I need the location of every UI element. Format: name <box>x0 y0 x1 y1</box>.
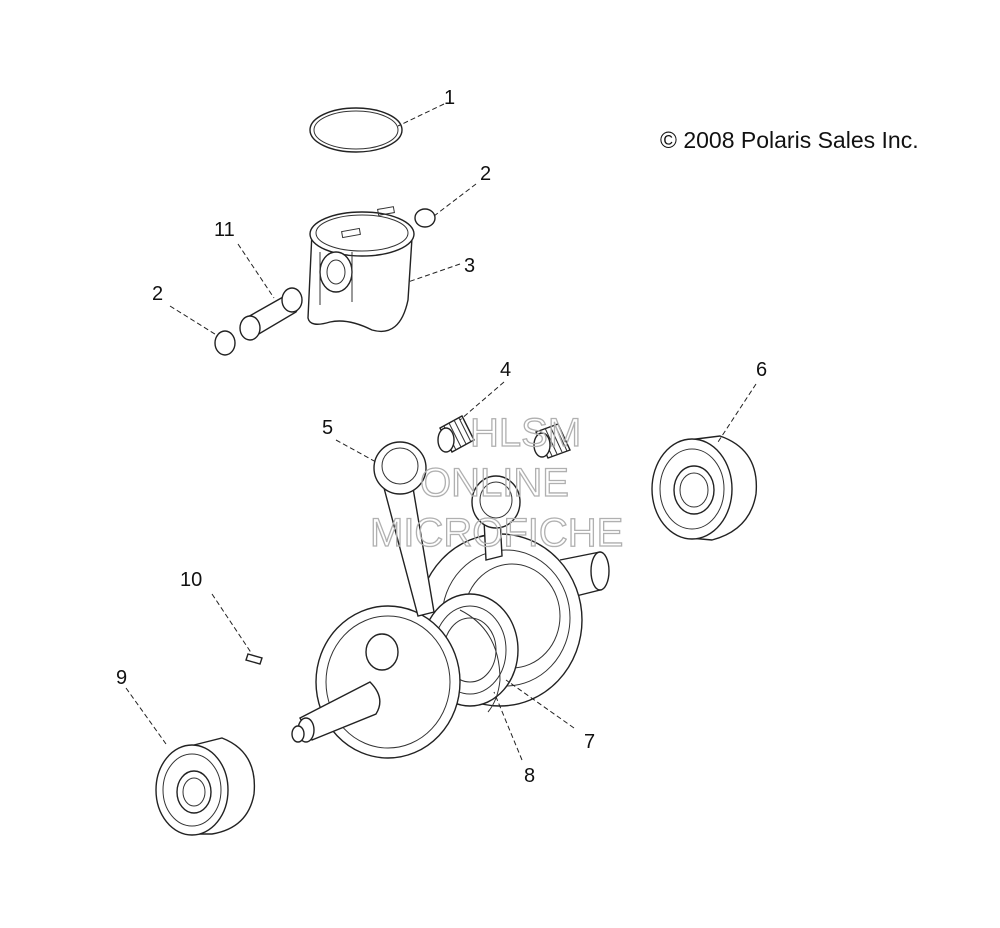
callout-11: 11 <box>214 219 235 241</box>
watermark-line-3: MICROFICHE <box>370 511 623 555</box>
needle-bearing-upper <box>437 415 475 453</box>
callout-10: 10 <box>180 569 202 591</box>
main-bearing-left <box>155 737 256 836</box>
watermark-line-2: ONLINE <box>420 461 569 505</box>
connecting-rod-front <box>373 441 435 617</box>
callout-6: 6 <box>756 359 767 381</box>
main-bearing-right <box>651 435 758 541</box>
woodruff-key <box>245 653 263 665</box>
crank-center-seal <box>459 609 501 713</box>
callout-8: 8 <box>524 765 535 787</box>
needle-bearing-lower <box>533 423 571 459</box>
watermark-line-1: HLSM <box>470 411 581 455</box>
copyright-text: © 2008 Polaris Sales Inc. <box>660 127 919 153</box>
callout-2-upper: 2 <box>480 163 491 185</box>
circlip-upper <box>414 208 436 228</box>
crankshaft <box>291 533 610 759</box>
callout-5: 5 <box>322 417 333 439</box>
leader-lines <box>125 103 757 761</box>
piston <box>307 206 415 332</box>
piston-ring <box>309 107 403 153</box>
callout-7: 7 <box>584 731 595 753</box>
callout-4: 4 <box>500 359 511 381</box>
callout-labels: 1 2 2 3 4 5 6 7 8 9 10 11 <box>116 87 767 787</box>
callout-1: 1 <box>444 87 455 109</box>
connecting-rod-rear <box>471 475 521 561</box>
circlip-lower <box>214 330 236 356</box>
watermark: HLSM ONLINE MICROFICHE <box>369 410 624 555</box>
callout-3: 3 <box>464 255 475 277</box>
callout-2-lower: 2 <box>152 283 163 305</box>
piston-pin <box>239 287 303 341</box>
callout-9: 9 <box>116 667 127 689</box>
